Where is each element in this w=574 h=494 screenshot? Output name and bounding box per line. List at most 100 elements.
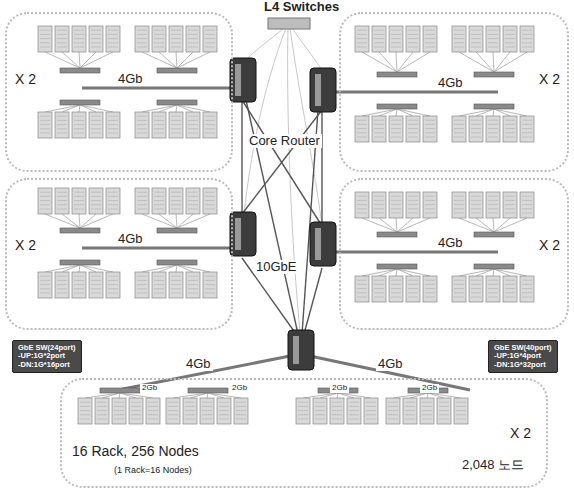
rack-slot	[454, 204, 464, 205]
rack-link	[393, 393, 428, 398]
rack-slot	[505, 297, 515, 298]
server-rack	[72, 112, 86, 138]
server-rack	[186, 272, 200, 298]
rack-slot	[471, 204, 481, 205]
group-label: X 2	[15, 238, 36, 253]
rack-link	[80, 265, 96, 272]
rack-slot	[236, 414, 246, 415]
rack-slot	[108, 200, 118, 201]
rack-slot	[40, 209, 50, 210]
server-rack	[420, 398, 434, 424]
server-rack	[169, 112, 183, 138]
rack-slot	[471, 30, 481, 31]
server-rack	[423, 26, 437, 52]
rack-slot	[114, 402, 124, 403]
server-rack	[355, 276, 369, 302]
rack-slot	[171, 280, 181, 281]
rack-slot	[74, 128, 84, 129]
server-rack	[454, 398, 468, 424]
rack-slot	[388, 419, 398, 420]
rack-slot	[471, 292, 481, 293]
rack-link	[338, 393, 354, 398]
rack-slot	[454, 280, 464, 281]
rack-slot	[97, 414, 107, 415]
rack-slot	[408, 128, 418, 129]
rack-slot	[408, 284, 418, 285]
rack-link	[45, 265, 80, 272]
rack-link	[397, 52, 413, 72]
rack-slot	[137, 192, 147, 193]
rack-slot	[315, 402, 325, 403]
server-rack	[355, 192, 369, 218]
rack-cluster	[452, 192, 534, 237]
rack-slot	[74, 38, 84, 39]
server-rack	[372, 276, 386, 302]
rack-slot	[439, 410, 449, 411]
rack-slot	[40, 196, 50, 197]
rack-slot	[154, 209, 164, 210]
server-rack	[89, 188, 103, 214]
rack-slot	[454, 120, 464, 121]
rack-slot	[80, 410, 90, 411]
rack-slot	[405, 414, 415, 415]
server-rack	[486, 192, 500, 218]
rack-slot	[488, 280, 498, 281]
rack-slot	[74, 209, 84, 210]
rack-slot	[188, 209, 198, 210]
rack-slot	[425, 292, 435, 293]
rack-slot	[154, 293, 164, 294]
server-rack	[469, 26, 483, 52]
rack-slot	[522, 280, 532, 281]
gbe-switch	[474, 264, 514, 269]
rack-slot	[171, 34, 181, 35]
server-rack	[372, 192, 386, 218]
rack-slot	[205, 284, 215, 285]
rack-slot	[332, 414, 342, 415]
rack-slot	[332, 402, 342, 403]
rack-slot	[171, 209, 181, 210]
server-rack	[38, 26, 52, 52]
rack-slot	[298, 414, 308, 415]
rack-slot	[522, 200, 532, 201]
server-rack	[355, 116, 369, 142]
server-rack	[389, 116, 403, 142]
rack-link	[142, 214, 177, 228]
rack-slot	[374, 208, 384, 209]
rack-slot	[57, 288, 67, 289]
server-rack	[452, 26, 466, 52]
rack-slot	[357, 284, 367, 285]
server-rack	[406, 192, 420, 218]
gbe-switch	[100, 388, 140, 393]
server-rack	[386, 398, 400, 424]
rack-link	[459, 52, 494, 72]
rack-slot	[57, 192, 67, 193]
rack-slot	[91, 124, 101, 125]
rack-slot	[137, 30, 147, 31]
rack-link	[379, 218, 397, 232]
rack-link	[120, 393, 153, 398]
rack-slot	[154, 196, 164, 197]
rack-slot	[505, 284, 515, 285]
rack-slot	[522, 30, 532, 31]
rack-slot	[349, 402, 359, 403]
rack-slot	[40, 204, 50, 205]
rack-slot	[108, 34, 118, 35]
rack-slot	[188, 42, 198, 43]
rack-slot	[471, 38, 481, 39]
server-rack	[452, 116, 466, 142]
device-title: L4 Switches	[264, 0, 339, 14]
rack-slot	[148, 410, 158, 411]
rack-slot	[391, 297, 401, 298]
rack-slot	[148, 406, 158, 407]
server-rack	[503, 276, 517, 302]
rack-slot	[522, 120, 532, 121]
rack-slot	[91, 196, 101, 197]
rack-slot	[488, 288, 498, 289]
rack-link	[476, 109, 494, 116]
gbe-switch	[474, 104, 514, 109]
rack-link	[493, 109, 494, 116]
rack-slot	[374, 292, 384, 293]
rack-slot	[366, 414, 376, 415]
rack-slot	[505, 280, 515, 281]
rack-slot	[202, 410, 212, 411]
